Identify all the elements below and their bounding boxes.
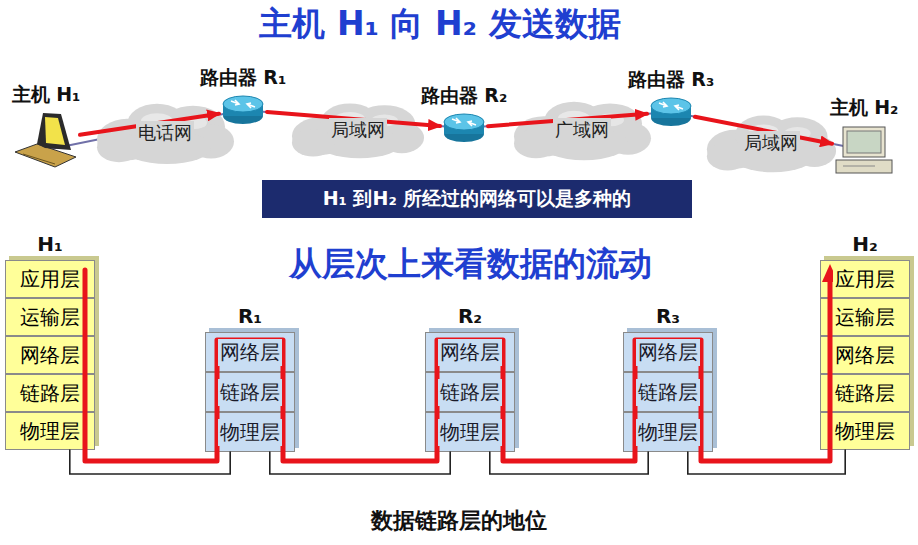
network-name: 局域网 (329, 118, 387, 142)
router-node: 路由器 R₂ (443, 113, 485, 143)
host-desktop: 主机 H₂ (835, 125, 893, 175)
node-label: R₁ (238, 304, 262, 328)
network-cloud: 广域网 (512, 98, 652, 162)
layer-name: 链路层 (18, 380, 82, 407)
router-icon (443, 113, 485, 143)
protocol-layer-box: 应用层 (820, 260, 910, 298)
protocol-layer-box: 链路层 (820, 374, 910, 412)
layer-name: 物理层 (218, 419, 282, 446)
laptop-icon (15, 112, 77, 168)
section-heading: 从层次上来看数据的流动 (20, 242, 918, 287)
router-node: 路由器 R₃ (650, 97, 692, 127)
layer-name: 物理层 (18, 418, 82, 445)
router-protocol-stack: R₃网络层链路层物理层 (623, 332, 713, 452)
router-node: 路由器 R₁ (222, 95, 264, 125)
network-name: 局域网 (742, 131, 800, 155)
router-icon (222, 95, 264, 125)
node-label: 路由器 R₂ (421, 83, 508, 109)
data-flow-line (85, 270, 830, 461)
protocol-layer-box: 运输层 (820, 298, 910, 336)
node-label: 主机 H₁ (12, 82, 81, 108)
note-banner: H₁ 到H₂ 所经过的网络可以是多种的 (262, 180, 692, 218)
protocol-layer-box: 应用层 (5, 260, 95, 298)
network-name: 广域网 (553, 118, 611, 142)
network-cloud: 局域网 (290, 100, 425, 160)
protocol-layer-box: 物理层 (820, 412, 910, 450)
network-name: 电话网 (136, 121, 194, 145)
layer-name: 网络层 (218, 339, 282, 366)
host-protocol-stack: H₁应用层运输层网络层链路层物理层 (5, 260, 95, 450)
layer-name: 网络层 (18, 342, 82, 369)
node-label: H₂ (852, 232, 878, 256)
protocol-layer-box: 网络层 (5, 336, 95, 374)
banner-text: H₁ 到H₂ 所经过的网络可以是多种的 (323, 186, 632, 212)
layer-name: 物理层 (438, 419, 502, 446)
protocol-layer-box: 物理层 (5, 412, 95, 450)
layer-name: 链路层 (833, 380, 897, 407)
desktop-icon (835, 125, 893, 175)
node-label: R₃ (656, 304, 680, 328)
layer-name: 网络层 (438, 339, 502, 366)
router-protocol-stack: R₁网络层链路层物理层 (205, 332, 295, 452)
node-label: H₁ (37, 232, 63, 256)
layer-name: 运输层 (18, 304, 82, 331)
host-protocol-stack: H₂应用层运输层网络层链路层物理层 (820, 260, 910, 450)
layer-name: 运输层 (833, 304, 897, 331)
router-icon (650, 97, 692, 127)
layer-name: 应用层 (18, 266, 82, 293)
protocol-layer-box: 链路层 (5, 374, 95, 412)
node-label: 路由器 R₁ (200, 65, 287, 91)
node-label: 路由器 R₃ (628, 67, 715, 93)
network-cloud: 电话网 (95, 100, 235, 166)
node-label: R₂ (458, 304, 482, 328)
layer-name: 应用层 (833, 266, 897, 293)
layer-name: 网络层 (833, 342, 897, 369)
figure-caption: 数据链路层的地位 (0, 506, 918, 536)
node-label: 主机 H₂ (830, 95, 899, 121)
host-laptop: 主机 H₁ (15, 112, 77, 168)
layer-name: 物理层 (636, 419, 700, 446)
layer-name: 物理层 (833, 418, 897, 445)
diagram-title: 主机 H₁ 向 H₂ 发送数据 (0, 2, 880, 47)
protocol-layer-box: 网络层 (820, 336, 910, 374)
router-protocol-stack: R₂网络层链路层物理层 (425, 332, 515, 452)
layer-name: 链路层 (438, 379, 502, 406)
layer-name: 链路层 (636, 379, 700, 406)
layer-name: 链路层 (218, 379, 282, 406)
protocol-layer-box: 运输层 (5, 298, 95, 336)
layer-name: 网络层 (636, 339, 700, 366)
